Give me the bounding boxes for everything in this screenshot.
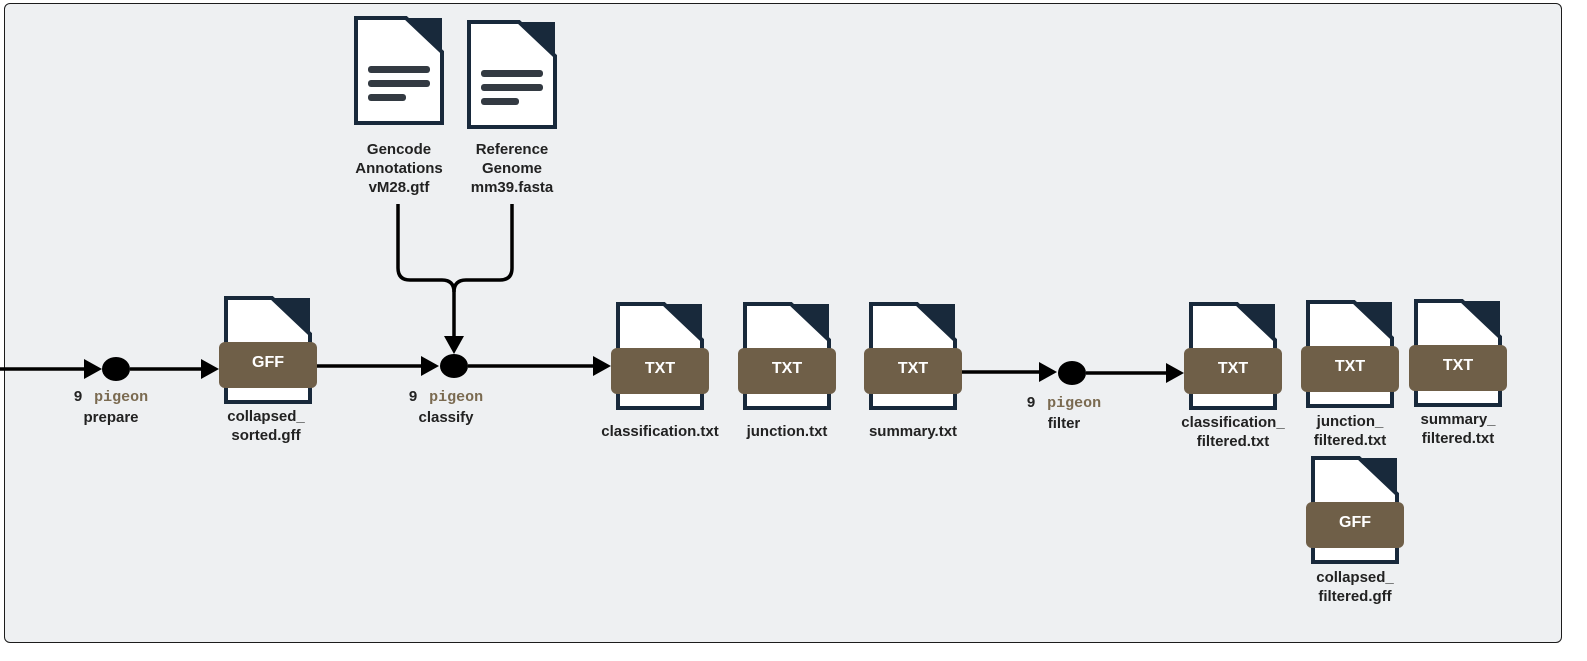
document-icon [354,16,444,125]
document-icon [467,20,557,129]
file-icon [1409,299,1507,407]
step-node-prepare [102,357,130,381]
label-line: filtered.txt [1313,432,1387,449]
step-node-classify [440,354,468,378]
label-line: collapsed_ [227,408,305,425]
file-icon [219,296,317,404]
label-line: junction_ [1316,413,1384,430]
step-name: classify [418,409,474,426]
tool-name: pigeon [429,389,484,406]
file-type-badge: TXT [1217,360,1249,377]
file-type-badge: TXT [771,360,803,377]
label-line: sorted.gff [231,427,301,444]
file-icon [738,302,836,410]
edge-genome-to-classify [452,204,514,293]
input-label-reference-genome: Reference Genome mm39.fasta [471,140,554,197]
arrowhead [84,359,102,379]
file-type-badge: TXT [1442,357,1474,374]
file-label: classification_ filtered.txt [1181,413,1284,451]
arrowhead [1166,363,1184,383]
file-junction-filtered: TXT [1300,300,1400,410]
step-name: filter [1047,415,1081,432]
file-icon [864,302,962,410]
label-line: vM28.gtf [368,179,430,196]
label-line: Genome [481,160,543,177]
label-line: classification_ [1181,414,1285,431]
step-label-filter: 9 pigeon filter [1027,393,1101,434]
label-line: collapsed_ [1316,569,1394,586]
label-line: Reference [475,141,549,158]
label-line: summary_ [1420,411,1496,428]
label-line: Annotations [355,160,443,177]
label-line: filtered.txt [1196,433,1270,450]
file-icon [1184,302,1282,410]
label-line: mm39.fasta [470,179,554,196]
file-type-badge: GFF [252,354,284,371]
step-name: prepare [83,409,139,426]
file-label: classification.txt [601,422,719,441]
edge-gencode-to-classify [396,204,456,338]
file-type-badge: TXT [1334,358,1366,375]
file-icon [1301,300,1399,408]
file-summary-filtered: TXT [1408,299,1508,409]
arrowhead [421,356,439,376]
label-line: filtered.txt [1421,430,1495,447]
label-line: filtered.gff [1318,588,1392,605]
file-label: collapsed_ filtered.gff [1316,568,1394,606]
step-number: 9 [408,388,418,405]
label-line: summary.txt [868,423,958,440]
file-type-badge: TXT [897,360,929,377]
tool-name: pigeon [94,389,149,406]
step-label-prepare: 9 pigeon prepare [74,387,148,428]
file-classification: TXT [610,302,710,412]
label-line: junction.txt [746,423,828,440]
file-label: junction.txt [747,422,828,441]
file-icon [1306,456,1404,564]
file-type-badge: GFF [1339,514,1371,531]
file-label: summary_ filtered.txt [1420,410,1495,448]
label-line: Gencode [366,141,432,158]
step-node-filter [1058,361,1086,385]
file-collapsed-sorted: GFF [218,296,318,406]
arrowhead [1039,362,1057,382]
file-label: summary.txt [869,422,957,441]
step-label-classify: 9 pigeon classify [409,387,483,428]
file-junction: TXT [737,302,837,412]
file-icon [611,302,709,410]
label-line: classification.txt [601,423,719,440]
file-type-badge: TXT [644,360,676,377]
step-number: 9 [73,388,83,405]
input-label-gencode: Gencode Annotations vM28.gtf [355,140,443,197]
tool-name: pigeon [1047,395,1102,412]
arrowhead [593,356,611,376]
file-summary: TXT [863,302,963,412]
step-number: 9 [1026,394,1036,411]
file-label: collapsed_ sorted.gff [227,407,305,445]
file-classification-filtered: TXT [1183,302,1283,412]
file-collapsed-filtered: GFF [1305,456,1405,566]
arrowhead [444,336,464,354]
file-label: junction_ filtered.txt [1314,412,1387,450]
arrowhead [201,359,219,379]
